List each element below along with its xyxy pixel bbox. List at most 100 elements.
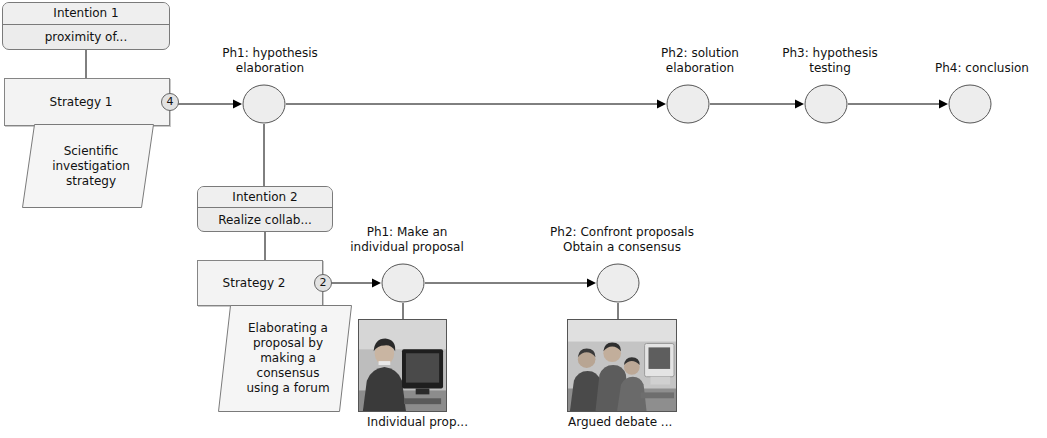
circle-shape [948,84,992,124]
parallelogram-outline [219,306,352,412]
photo-detail [404,398,441,404]
arrow-head [372,279,381,288]
arrow-head [587,279,596,288]
caption-holder: Individual prop... [367,414,468,430]
photo-detail [406,353,439,382]
phase-label: Ph2: Confront proposals Obtain a consens… [534,225,710,255]
phase-circle: Ph2: solution elaboration [666,84,710,124]
circle-outline [243,85,285,123]
phase-circle: Ph2: Confront proposals Obtain a consens… [596,263,640,303]
badge-holder: 2 [314,274,332,292]
photo-detail [568,320,676,342]
circle-outline [949,85,991,123]
connector-line [710,104,796,105]
phase-label-holder: Ph2: solution elaboration [642,46,758,76]
photo-detail [641,392,674,398]
photo-caption: Argued debate ... [568,414,672,430]
connector [86,50,87,78]
phase-label: Ph1: hypothesis elaboration [208,46,332,76]
connector [286,100,666,109]
arrow-head [233,100,242,109]
photo-detail [359,320,446,411]
circle-shape [666,84,710,124]
connector [848,100,948,109]
phase-label: Ph3: hypothesis testing [768,46,892,76]
connector-line [170,104,234,105]
phase-circle: Ph1: hypothesis elaboration [242,84,286,124]
circle-outline [805,85,847,123]
circle-shape [804,84,848,124]
phase-circle: Ph1: Make an individual proposal [381,263,425,303]
intention-box: Intention 1proximity of... [2,2,170,50]
photo-illustration [359,320,446,411]
strategy-description: Scientific investigation strategy [22,124,154,208]
description-text: Scientific investigation strategy [41,144,141,189]
circle-shape [596,263,640,303]
photo-detail [359,320,446,349]
connector [403,303,404,319]
arrow-head [795,100,804,109]
photo-detail [624,357,640,365]
phase-circle: Ph4: conclusion [948,84,992,124]
connector [170,100,242,109]
caption-holder: Argued debate ... [568,414,672,430]
circle-shape [381,263,425,303]
arrow-head [939,100,948,109]
intention-title: Intention 1 [3,3,169,25]
circle-outline [382,264,424,302]
phase-label-holder: Ph1: hypothesis elaboration [208,46,332,76]
connector [618,303,619,319]
photo-illustration [568,320,676,411]
photo-detail [374,339,396,352]
photo-detail [379,361,391,365]
strategy-box: Strategy 14 [4,78,170,126]
phase-label: Ph2: solution elaboration [642,46,758,76]
intention-body: proximity of... [3,25,169,49]
connector-line [286,104,658,105]
description-text: Elaborating a proposal by making a conse… [239,321,337,396]
connector [710,100,804,109]
strategy-name: Strategy 1 [5,79,169,125]
phase-label-holder: Ph3: hypothesis testing [768,46,892,76]
photo-detail [363,367,406,411]
phase-circle: Ph3: hypothesis testing [804,84,848,124]
circle-outline [667,85,709,123]
connector-line [618,303,619,319]
connector [425,279,596,288]
photo-frame: Argued debate ... [567,319,677,412]
photo-detail [645,343,674,376]
photo-detail [416,388,430,394]
phase-label-holder: Ph2: Confront proposals Obtain a consens… [534,225,710,255]
badge-holder: 4 [161,93,179,111]
phase-label: Ph1: Make an individual proposal [336,225,478,255]
connector-line [403,303,404,319]
connector-line [848,104,940,105]
photo-detail [402,349,443,388]
connector [265,232,266,260]
phase-label: Ph4: conclusion [924,61,1040,76]
photo-detail [578,348,596,357]
callout-number: 2 [314,274,332,292]
connector-line [265,232,266,260]
connector-line [86,50,87,78]
callout-number: 4 [161,93,179,111]
photo-detail [603,343,621,352]
connector [264,124,265,186]
photo-detail [568,320,676,411]
photo-detail [649,347,671,369]
connector-line [264,124,265,186]
intention-body: Realize collab... [198,208,332,232]
circle-outline [597,264,639,302]
intention-title: Intention 2 [198,187,332,208]
intention-box: Intention 2Realize collab... [197,186,333,232]
photo-caption: Individual prop... [367,414,468,430]
connector-line [425,283,588,284]
parallelogram-outline [23,125,154,208]
strategy-name: Strategy 2 [198,261,322,305]
phase-label-holder: Ph1: Make an individual proposal [336,225,478,255]
photo-frame: Individual prop... [358,319,447,412]
circle-shape [242,84,286,124]
